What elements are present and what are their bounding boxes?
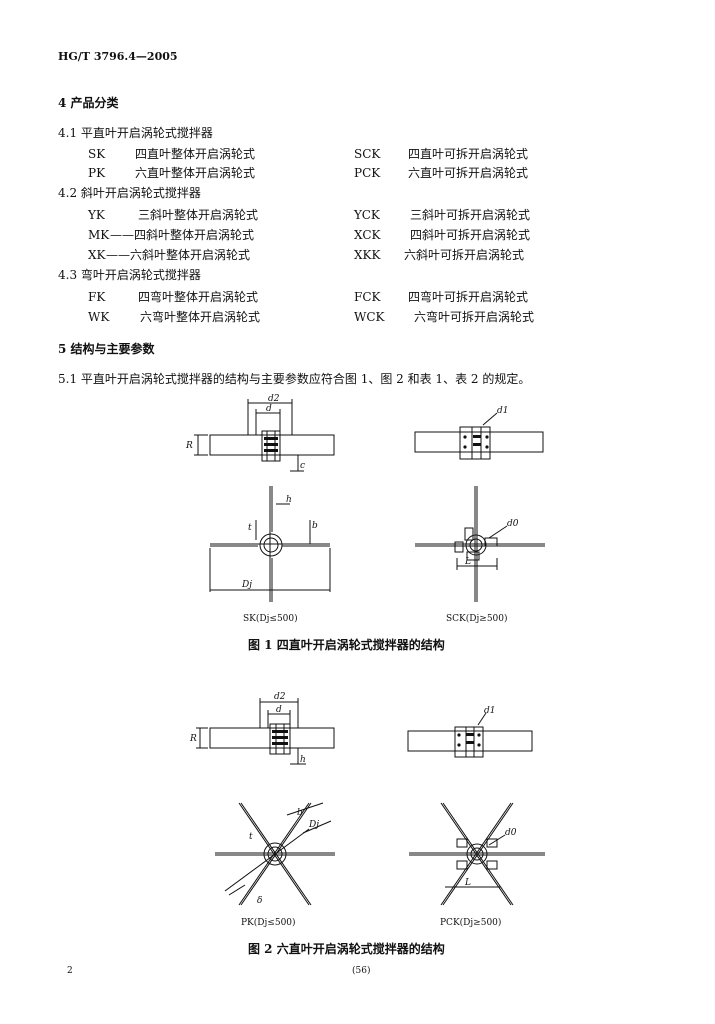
dim-l: L <box>464 878 471 888</box>
figure-2-left-label: PK(Dj≤500) <box>241 918 296 928</box>
dim-d2: d2 <box>268 394 280 404</box>
desc-sck: 四直叶可拆开启涡轮式 <box>408 147 529 161</box>
dim-c: c <box>300 461 305 471</box>
section-4-3-heading: 4.3 弯叶开启涡轮式搅拌器 <box>58 268 201 282</box>
dim-h: h <box>300 755 306 765</box>
figure-1-sk-plan-view: h b t Dj <box>209 486 331 602</box>
figure-2-caption: 图 2 六直叶开启涡轮式搅拌器的结构 <box>248 942 445 956</box>
figure-2-pck-plan-view: d0 L <box>409 802 545 906</box>
code-xck: XCK <box>354 228 381 242</box>
code-yck: YCK <box>354 208 380 222</box>
figure-1-left-label: SK(Dj≤500) <box>243 614 298 624</box>
code-yk: YK <box>88 208 105 222</box>
code-wck: WCK <box>354 310 385 324</box>
dim-r: R <box>189 734 197 744</box>
desc-pk: 六直叶整体开启涡轮式 <box>135 166 256 180</box>
dim-d2: d2 <box>274 692 286 702</box>
code-wk: WK <box>88 310 110 324</box>
figure-2-right-label: PCK(Dj≥500) <box>440 918 502 928</box>
dim-d0: d0 <box>507 519 519 529</box>
section-5-heading: 5 结构与主要参数 <box>58 342 155 356</box>
desc-xkk: 六斜叶可拆开启涡轮式 <box>404 248 525 262</box>
figure-1-sck-side-view: d1 <box>414 406 544 460</box>
figure-2-pck-side-view: d1 <box>407 706 533 758</box>
code-pck: PCK <box>354 166 381 180</box>
desc-sk: 四直叶整体开启涡轮式 <box>135 147 256 161</box>
dim-t: t <box>248 523 252 533</box>
dim-b: b <box>312 521 318 531</box>
section-4-2-heading: 4.2 斜叶开启涡轮式搅拌器 <box>58 186 201 200</box>
desc-fk: 四弯叶整体开启涡轮式 <box>138 290 259 304</box>
section-4-heading: 4 产品分类 <box>58 96 119 110</box>
dim-d0: d0 <box>505 828 517 838</box>
figure-1-caption: 图 1 四直叶开启涡轮式搅拌器的结构 <box>248 638 445 652</box>
code-fk: FK <box>88 290 106 304</box>
code-sck: SCK <box>354 147 381 161</box>
code-mk: MK <box>88 228 110 242</box>
desc-xck: 四斜叶可拆开启涡轮式 <box>410 228 531 242</box>
dim-d1: d1 <box>497 406 509 416</box>
figure-2-pk-plan-view: b Dj t δ <box>215 802 335 906</box>
desc-wk: 六弯叶整体开启涡轮式 <box>140 310 261 324</box>
dim-h: h <box>286 495 292 505</box>
dim-d: d <box>266 404 272 414</box>
standard-number: HG/T 3796.4—2005 <box>58 50 178 63</box>
figure-1-sck-plan-view: d0 L <box>415 486 545 602</box>
dim-d1: d1 <box>484 706 496 716</box>
page-number: 2 <box>67 966 73 976</box>
desc-pck: 六直叶可拆开启涡轮式 <box>408 166 529 180</box>
sequence-number: (56) <box>352 966 371 976</box>
figure-1-sk-side-view: d2 d R c <box>185 394 335 472</box>
dim-delta: δ <box>257 896 262 906</box>
dim-b: b <box>297 808 303 818</box>
code-sk: SK <box>88 147 106 161</box>
desc-yck: 三斜叶可拆开启涡轮式 <box>410 208 531 222</box>
section-4-1-heading: 4.1 平直叶开启涡轮式搅拌器 <box>58 126 213 140</box>
dim-t: t <box>249 832 253 842</box>
desc-wck: 六弯叶可拆开启涡轮式 <box>414 310 535 324</box>
dim-l: L <box>464 557 471 567</box>
desc-xk: ——六斜叶整体开启涡轮式 <box>106 248 251 262</box>
desc-fck: 四弯叶可拆开启涡轮式 <box>408 290 529 304</box>
dim-dj: Dj <box>241 580 252 590</box>
dim-dj: Dj <box>308 820 319 830</box>
desc-yk: 三斜叶整体开启涡轮式 <box>138 208 259 222</box>
code-xk: XK <box>88 248 106 262</box>
dim-d: d <box>276 705 282 715</box>
figure-1-right-label: SCK(Dj≥500) <box>446 614 508 624</box>
dim-r: R <box>185 441 193 451</box>
figure-2-pk-side-view: d2 d R h <box>189 692 335 765</box>
code-fck: FCK <box>354 290 381 304</box>
code-xkk: XKK <box>354 248 381 262</box>
paragraph-5-1: 5.1 平直叶开启涡轮式搅拌器的结构与主要参数应符合图 1、图 2 和表 1、表… <box>58 372 531 386</box>
desc-mk: ——四斜叶整体开启涡轮式 <box>110 228 255 242</box>
code-pk: PK <box>88 166 106 180</box>
